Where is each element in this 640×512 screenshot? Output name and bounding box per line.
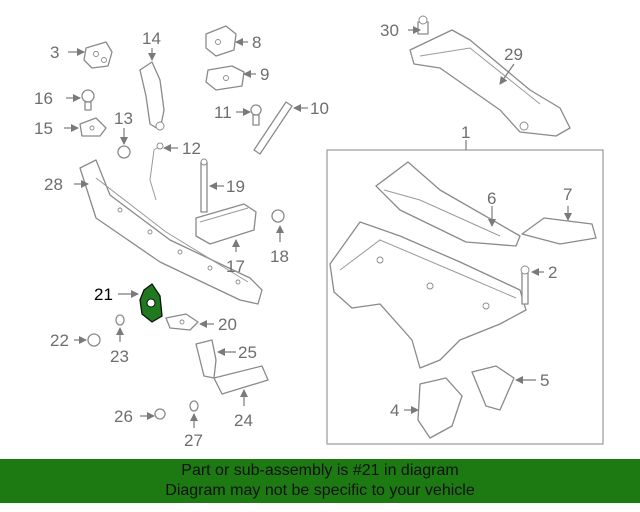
part-10-rod[interactable] xyxy=(253,101,293,155)
leader-lines xyxy=(64,26,572,428)
callout-26: 26 xyxy=(114,407,133,426)
part-6-upper-panel[interactable] xyxy=(375,161,521,247)
banner-line-2: Diagram may not be specific to your vehi… xyxy=(165,482,475,499)
callout-1: 1 xyxy=(461,123,470,142)
part-4-bracket[interactable] xyxy=(417,377,463,439)
callout-25: 25 xyxy=(238,343,257,362)
callout-22: 22 xyxy=(50,331,69,350)
callout-15: 15 xyxy=(34,119,53,138)
callout-6: 6 xyxy=(487,189,496,208)
callout-9: 9 xyxy=(260,65,269,84)
part-7-brace[interactable] xyxy=(521,217,597,245)
callout-20: 20 xyxy=(218,315,237,334)
callout-4: 4 xyxy=(390,401,399,420)
callout-21: 21 xyxy=(94,285,113,304)
part-30-clip[interactable] xyxy=(417,15,429,35)
part-21-highlighted[interactable] xyxy=(139,283,163,323)
banner-line-1: Part or sub-assembly is #21 in diagram xyxy=(181,462,459,479)
part-16-bolt[interactable] xyxy=(81,89,95,111)
part-28-bumper-reinforcement[interactable] xyxy=(79,159,263,305)
part-5-bracket[interactable] xyxy=(471,365,515,411)
part-26-bolt[interactable] xyxy=(154,408,166,420)
callout-11: 11 xyxy=(214,103,232,122)
callout-labels: 3 14 8 9 16 15 11 10 13 12 19 28 17 18 2… xyxy=(34,21,572,450)
callout-8: 8 xyxy=(252,33,261,52)
assembly-frame xyxy=(326,140,604,445)
part-17-bracket[interactable] xyxy=(195,203,257,245)
callout-19: 19 xyxy=(226,177,245,196)
part-14-bracket[interactable] xyxy=(139,61,165,131)
callout-18: 18 xyxy=(270,247,289,266)
part-11-screw[interactable] xyxy=(250,104,262,126)
callout-12: 12 xyxy=(182,139,201,158)
callout-29: 29 xyxy=(504,45,523,64)
part-13-bolt[interactable] xyxy=(117,145,131,159)
callout-28: 28 xyxy=(44,175,63,194)
callout-27: 27 xyxy=(184,431,203,450)
part-8-bracket[interactable] xyxy=(205,25,237,57)
part-18-bolt[interactable] xyxy=(271,209,285,223)
part-22-bolt[interactable] xyxy=(87,333,101,347)
part-24-absorber[interactable] xyxy=(213,365,269,395)
callout-3: 3 xyxy=(50,43,59,62)
callout-17: 17 xyxy=(226,257,245,276)
part-15-bracket[interactable] xyxy=(79,117,107,137)
callout-23: 23 xyxy=(110,347,129,366)
part-2-bolt[interactable] xyxy=(520,265,530,305)
callout-24: 24 xyxy=(234,411,253,430)
callout-30: 30 xyxy=(380,21,399,40)
part-20-bracket[interactable] xyxy=(165,313,199,331)
part-23-washer[interactable] xyxy=(115,314,125,326)
part-1-carrier-frame[interactable] xyxy=(329,221,527,369)
part-3-bracket[interactable] xyxy=(83,41,113,69)
part-12-wire[interactable] xyxy=(149,142,164,201)
callout-7: 7 xyxy=(563,185,572,204)
callout-10: 10 xyxy=(310,99,329,118)
callout-5: 5 xyxy=(540,371,549,390)
callout-13: 13 xyxy=(114,109,133,128)
callout-2: 2 xyxy=(548,263,557,282)
callout-16: 16 xyxy=(34,89,53,108)
part-29-upper-crossmember[interactable] xyxy=(409,29,571,137)
part-25-bracket[interactable] xyxy=(195,339,217,379)
part-19-stud[interactable] xyxy=(200,158,208,213)
part-9-bracket[interactable] xyxy=(205,65,245,91)
part-27-washer[interactable] xyxy=(189,400,199,412)
parts-diagram: 3 14 8 9 16 15 11 10 13 12 19 28 17 18 2… xyxy=(34,15,604,450)
callout-14: 14 xyxy=(142,29,161,48)
info-banner: Part or sub-assembly is #21 in diagram D… xyxy=(0,459,640,503)
